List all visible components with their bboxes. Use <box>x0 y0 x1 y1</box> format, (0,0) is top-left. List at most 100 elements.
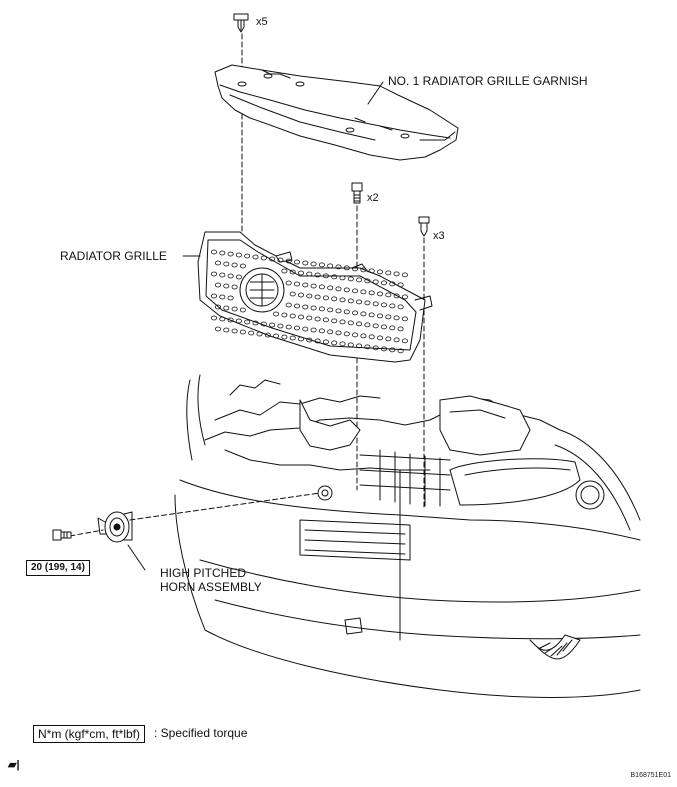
grille-mesh-cell <box>376 313 383 319</box>
grille-mesh-cell <box>214 304 221 310</box>
grille-mesh-cell <box>397 326 404 332</box>
grille-mesh-cell <box>347 298 354 304</box>
grille-mesh-cell <box>318 284 325 290</box>
grille-mesh-cell <box>214 326 221 332</box>
grille-mesh-cell <box>380 280 387 286</box>
grille-mesh-cell <box>281 268 288 274</box>
grille-mesh-cell <box>380 302 387 308</box>
grille-mesh-cell <box>297 270 304 276</box>
grille-mesh-cell <box>393 337 400 343</box>
grille-mesh-cell <box>393 315 400 321</box>
grille-mesh-cell <box>289 335 296 341</box>
grille-mesh-cell <box>335 330 342 336</box>
grille-mesh-cell <box>219 272 226 278</box>
grille-mesh-cell <box>293 303 300 309</box>
grille-mesh-cell <box>335 264 342 270</box>
grille-mesh-cell <box>401 272 408 278</box>
grille-mesh-cell <box>327 263 334 269</box>
grille-mesh-cell <box>364 344 371 350</box>
grille-mesh-cell <box>310 305 317 311</box>
grille-mesh-cell <box>235 252 242 258</box>
grille-mesh-cell <box>306 271 313 277</box>
grille-mesh-cell <box>385 314 392 320</box>
grille-mesh-cell <box>239 329 246 335</box>
grille-mesh-cell <box>331 296 338 302</box>
grille-mesh-cell <box>269 322 276 328</box>
grille-mesh-cell <box>347 342 354 348</box>
grille-mesh-cell <box>302 282 309 288</box>
grille-mesh-cell <box>376 335 383 341</box>
grille-mesh-cell <box>302 304 309 310</box>
illustration-code: B168751E01 <box>630 772 671 779</box>
grille-mesh-cell <box>335 308 342 314</box>
grille-mesh-cell <box>227 251 234 257</box>
grille-mesh-cell <box>380 346 387 352</box>
grille-mesh-cell <box>368 312 375 318</box>
grille-mesh-cell <box>248 330 255 336</box>
dashed-guide-horn-bolt <box>69 529 104 537</box>
grille-mesh-cell <box>352 266 359 272</box>
grille-mesh-cell <box>293 259 300 265</box>
grille-mesh-cell <box>306 337 313 343</box>
grille-mesh-cell <box>289 269 296 275</box>
grille-mesh-cell <box>385 336 392 342</box>
grille-mesh-cell <box>252 320 259 326</box>
grille-mesh-cell <box>364 300 371 306</box>
garnish-label: NO. 1 RADIATOR GRILLE GARNISH <box>388 74 588 88</box>
grille-bolt-icon <box>351 182 363 204</box>
grille-mesh-cell <box>210 271 217 277</box>
grille-mesh-cell <box>285 324 292 330</box>
grille-mesh-cell <box>343 309 350 315</box>
grille-mesh-cell <box>210 315 217 321</box>
grille-mesh-cell <box>322 339 329 345</box>
grille-mesh-cell <box>252 254 259 260</box>
grille-mesh-cell <box>385 270 392 276</box>
grille-mesh-cell <box>360 333 367 339</box>
grille-mesh-cell <box>397 348 404 354</box>
grille-mesh-cell <box>401 338 408 344</box>
grille-mesh-cell <box>235 318 242 324</box>
grille-mesh-cell <box>231 328 238 334</box>
grille-mesh-cell <box>352 310 359 316</box>
grille-mesh-cell <box>360 267 367 273</box>
grille-mesh-cell <box>210 249 217 255</box>
grille-mesh-cell <box>376 269 383 275</box>
dashed-guide-horn <box>129 492 321 521</box>
grille-mesh-cell <box>210 293 217 299</box>
grille-mesh-cell <box>356 299 363 305</box>
horn-label-line2: HORN ASSEMBLY <box>160 580 262 594</box>
grille-mesh-cell <box>393 271 400 277</box>
grille-mesh-cell <box>214 282 221 288</box>
grille-mesh-cell <box>372 323 379 329</box>
grille-mesh-cell <box>293 325 300 331</box>
grille-mesh-cell <box>297 292 304 298</box>
grille-mesh-cell <box>331 318 338 324</box>
vehicle-front <box>174 374 641 698</box>
grille-mesh-cell <box>401 294 408 300</box>
grille-mesh-cell <box>219 316 226 322</box>
grille-mesh-cell <box>401 316 408 322</box>
grille-mesh-cell <box>306 293 313 299</box>
leader-horn <box>127 544 146 571</box>
grille-mesh-cell <box>364 278 371 284</box>
grille-mesh-cell <box>302 260 309 266</box>
grille-mesh-cell <box>393 293 400 299</box>
grille-mesh-cell <box>347 276 354 282</box>
grille-mesh-cell <box>352 332 359 338</box>
grille-mesh-cell <box>302 326 309 332</box>
grille-mesh-cell <box>327 329 334 335</box>
grille-mesh-cell <box>227 317 234 323</box>
grille-mesh-cell <box>281 312 288 318</box>
grille-mesh-cell <box>260 321 267 327</box>
grille-mesh-cell <box>389 325 396 331</box>
grille-mesh-cell <box>389 303 396 309</box>
grille-mesh-cell <box>297 314 304 320</box>
grille-mesh-cell <box>269 256 276 262</box>
grille-mesh-cell <box>314 316 321 322</box>
corner-mark-icon: ▰| <box>8 759 20 771</box>
grille-mesh-cell <box>289 313 296 319</box>
grille-mesh-cell <box>318 262 325 268</box>
grille-mesh-pattern <box>210 249 408 354</box>
grille-mesh-cell <box>214 260 221 266</box>
grille-mesh-cell <box>318 328 325 334</box>
